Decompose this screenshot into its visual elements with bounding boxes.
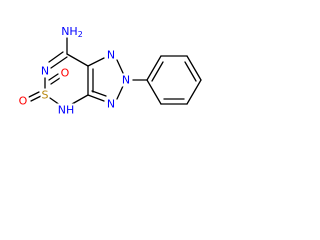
atom-label-oxo-left: O bbox=[19, 95, 28, 108]
phenyl-bond-1 bbox=[146, 55, 162, 81]
atom-label-amine: NH2 bbox=[61, 25, 83, 39]
atom-triazole-n-bottom: N bbox=[105, 97, 117, 111]
phenyl-bond-1-double bbox=[151, 61, 164, 82]
bond-n1-n2 bbox=[116, 59, 124, 74]
atom-triazole-n-top: N bbox=[105, 48, 117, 62]
chemical-structure: NH2 N S O O NH N N N bbox=[17, 24, 202, 117]
phenyl-bond-4 bbox=[186, 79, 202, 105]
atom-label-triazole-n-top: N bbox=[107, 49, 115, 62]
atom-oxo-left: O bbox=[17, 94, 29, 108]
phenyl-bond-3-double bbox=[184, 61, 197, 82]
atom-label-sulfur: S bbox=[42, 89, 49, 102]
atom-amine: NH2 bbox=[59, 24, 85, 39]
bond-s-o-top bbox=[50, 77, 61, 85]
atom-triazole-n-mid: N bbox=[120, 73, 132, 87]
bond-n3-c3a-double bbox=[91, 90, 107, 97]
bond-c7a-c7 bbox=[66, 53, 89, 67]
bond-c7-n6-double bbox=[48, 51, 64, 63]
phenyl-bond-6 bbox=[146, 79, 162, 105]
bond-n2-n3 bbox=[116, 85, 124, 100]
bond-n4-c3a bbox=[71, 94, 89, 105]
bond-s-o-left bbox=[28, 91, 40, 98]
bond-lines bbox=[28, 37, 202, 106]
atom-labels: NH2 N S O O NH N N N bbox=[17, 24, 132, 117]
bond-n3-c3a bbox=[87, 94, 105, 102]
phenyl-bond-3 bbox=[186, 55, 202, 81]
atom-label-triazole-n-mid: N bbox=[122, 74, 130, 87]
bond-s-o-left-double bbox=[30, 95, 42, 102]
atom-oxo-top: O bbox=[59, 66, 71, 80]
atom-n-left: N bbox=[39, 64, 51, 78]
bond-c7a-n1 bbox=[87, 57, 105, 67]
bond-s-o-top-double bbox=[48, 73, 59, 81]
atom-label-n-left: N bbox=[41, 65, 49, 78]
atom-sulfur: S bbox=[40, 88, 50, 102]
atom-label-nh: NH bbox=[58, 104, 75, 117]
bond-c7-n6 bbox=[50, 56, 68, 69]
atom-nh: NH bbox=[56, 103, 76, 117]
atom-label-oxo-top: O bbox=[61, 67, 70, 80]
atom-label-triazole-n-bottom: N bbox=[107, 98, 115, 111]
